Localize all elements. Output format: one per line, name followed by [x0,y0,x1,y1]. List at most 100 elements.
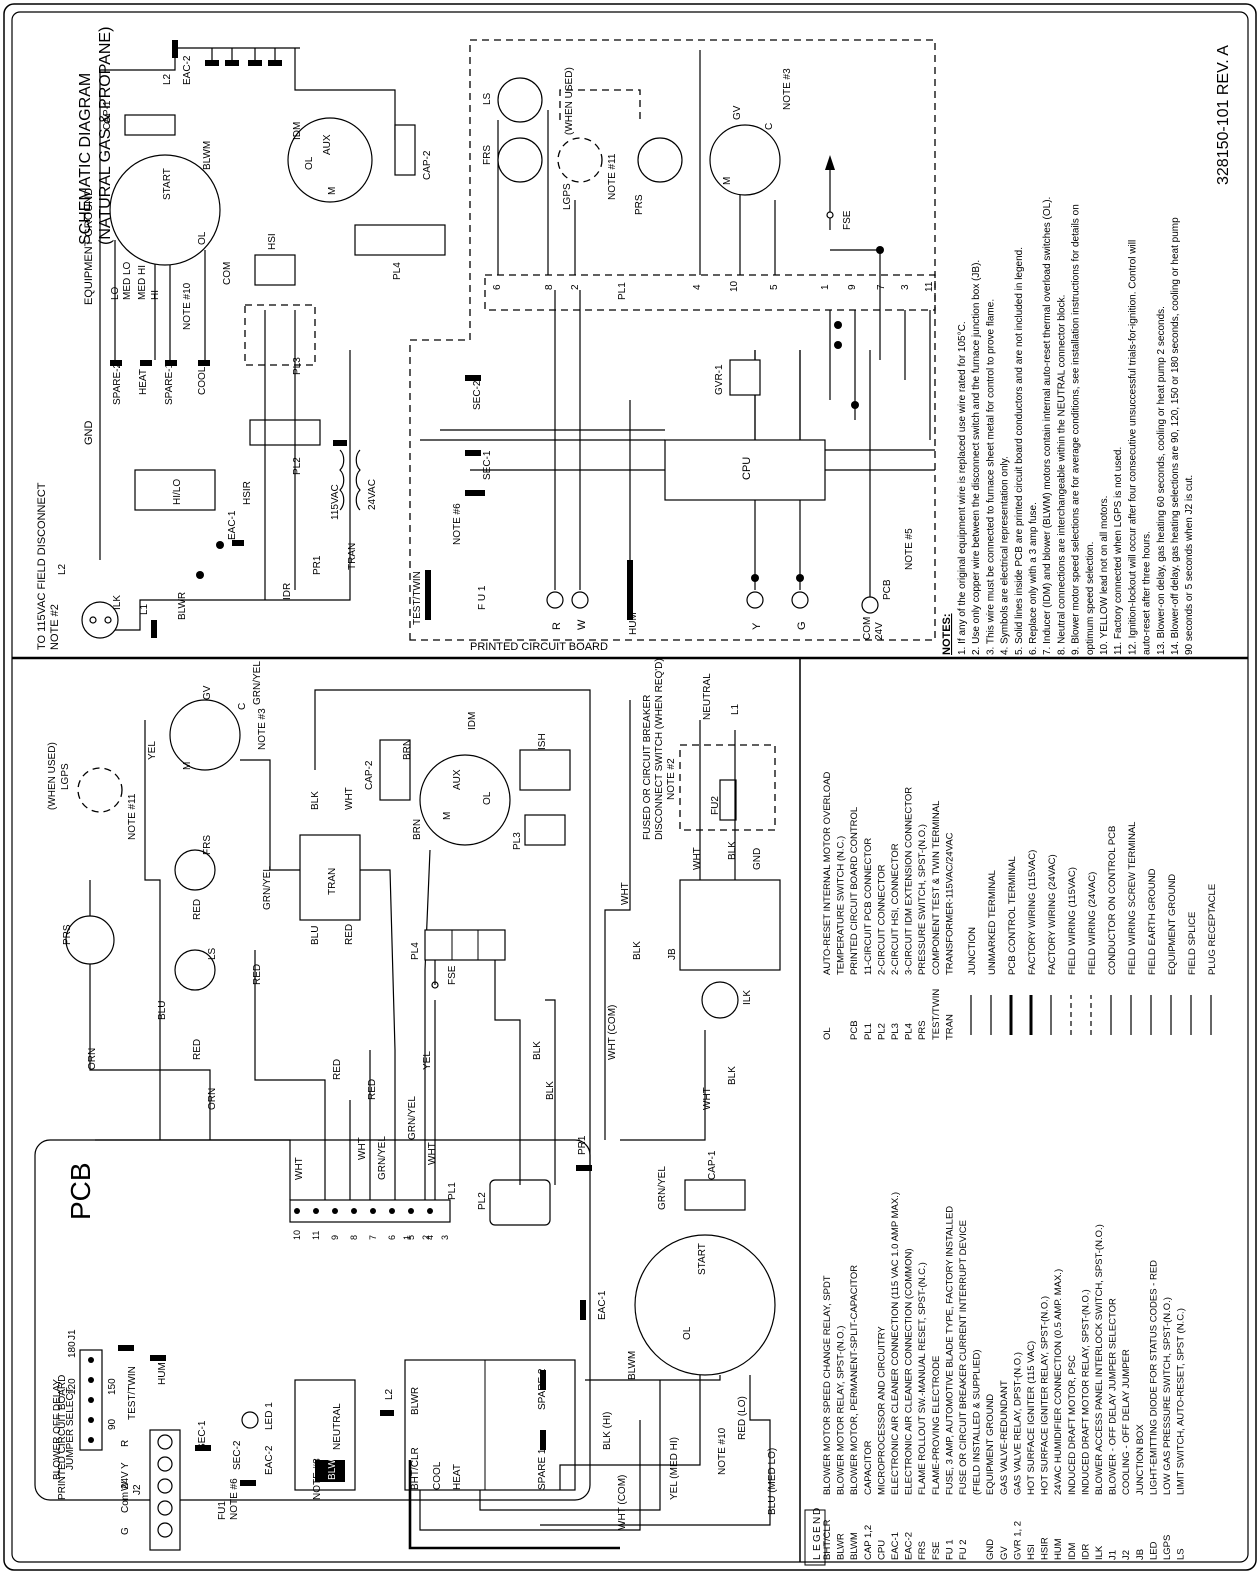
r-label: R [551,622,563,630]
legend-desc: LIMIT SWITCH, AUTO-RESET, SPST (N.C.) [1176,1308,1187,1495]
fu2-fuse [719,779,737,821]
hilo-relay [134,469,216,511]
pcb-small-label: PCB [882,579,893,600]
note-line: optimum speed selection. [1085,542,1096,655]
pin-number: 1 [402,1235,412,1240]
v24-label: 24VAC [367,479,378,510]
ilk-contact-a [89,616,97,624]
pin-number: 5 [406,1235,416,1240]
disconnect-label: TO 115VAC FIELD DISCONNECT [36,482,48,650]
screw-terminal[interactable] [157,1434,173,1450]
y-terminal[interactable] [746,591,764,609]
whtcom-label: WHT (COM) [607,1005,618,1060]
w-pl4-connector [424,929,506,961]
notes-list: 1. If any of the original equipment wire… [957,197,1195,655]
blwm-label: BLWM [202,141,213,170]
pin-dot [389,1208,395,1214]
redlo-label: RED (LO) [737,1396,748,1440]
w-aux-label: AUX [452,769,463,790]
lgps-switch [557,137,603,183]
legend-code: BLWR [836,1533,847,1560]
red-wire [254,950,326,1200]
wiring-pcb-label: PRINTED CIRCUIT BOARD [57,1375,68,1500]
bhtclr-label: BHT/CLR [410,1447,421,1490]
legend-desc: 3-CIRCUIT IDM EXTENSION CONNECTOR [904,787,915,975]
pl1-junction-b [834,341,842,349]
w-note6-label: NOTE #6 [229,1478,240,1520]
part-number: 328150-101 REV. A [1215,45,1232,185]
blw-term [315,1460,345,1482]
w-terminal[interactable] [571,591,589,609]
wht-label-3: WHT [427,1142,438,1165]
pl3-label: PL3 [292,357,303,375]
terminal-label: W [120,1481,131,1491]
hsi-label: HSI [267,233,278,250]
note-line: 5. Solid lines inside PCB are printed ci… [1014,247,1025,655]
legend-symbol-desc: FIELD WIRING (24VAC) [1087,872,1098,975]
g-terminal[interactable] [791,591,809,609]
pl1-pin: 2 [570,284,581,290]
legend-code: ILK [1094,1545,1105,1560]
legend-code: OL [822,1027,833,1040]
note-line: 4. Symbols are electrical representation… [1000,456,1011,655]
w-frs-label: FRS [202,835,213,855]
pl3-connector [244,304,316,366]
pl1-pin: 9 [847,284,858,290]
term-c [248,60,262,66]
term-d [268,60,282,66]
w-testtwin-term [118,1345,134,1351]
legend-letter: E [812,1544,823,1551]
pcb-boundary [409,39,936,641]
wht-label-6: WHT [692,847,703,870]
supply-leads [620,720,736,1141]
gv-m-label: M [722,177,733,185]
w-fu1-label: FU1 [217,1501,228,1520]
notes-title: NOTES: [941,613,953,655]
legend-code: BHT/CLR [822,1519,833,1560]
hum-label: HUM [628,612,639,635]
jb-junction-box [679,879,781,971]
w-spare1-label: SPARE 1 [537,1448,548,1490]
legend-code: PL1 [863,1023,874,1040]
screw-terminal[interactable] [157,1478,173,1494]
hsi-element [254,254,296,286]
w-ish-element [519,749,571,791]
w-gv-m-label: M [182,762,193,770]
yelmedhi-label: YEL (MED HI) [669,1437,680,1500]
w-heat-label: HEAT [452,1464,463,1490]
cool-term [198,360,210,366]
com24-terminal[interactable] [861,596,879,614]
schematic-diagram: SCHEMATIC DIAGRAM (NATURAL GAS & PROPANE… [36,27,1232,655]
screw-terminal[interactable] [157,1456,173,1472]
disconnect-box [679,744,776,831]
lgps-label: LGPS [562,183,573,210]
legend-desc: ELECTRONIC AIR CLEANER CONNECTION (115 V… [890,1192,901,1495]
blwm-motor [109,154,221,266]
l2-terminal [172,40,178,58]
legend-desc: FLAME ROLLOUT SW.-MANUAL RESET, SPST-(N.… [917,1262,928,1495]
pl1-pin: 10 [729,280,740,292]
legend-code: PL2 [876,1023,887,1040]
wht-label-7: WHT [702,1087,713,1110]
legend-code: FU 2 [958,1539,969,1560]
note-line: 12. Ignition-lockout will occur after fo… [1127,240,1138,655]
eac2-label: EAC-2 [182,55,193,85]
ish-label: ISH [537,733,548,750]
screw-terminal[interactable] [157,1522,173,1538]
legend-code: CPU [876,1540,887,1560]
idr-label: IDR [282,583,293,600]
blk-label-1: BLK [532,1041,543,1060]
legend-code: J1 [1108,1550,1119,1560]
note-line: 11. Factory connected when LGPS is not u… [1113,447,1124,655]
terminal-label: G [120,1527,131,1535]
w-fse-label: FSE [447,965,458,985]
legend-symbol-desc: JUNCTION [967,927,978,975]
screw-terminal[interactable] [157,1500,173,1516]
pl1-junction-a [834,321,842,329]
w-blwm-motor [634,1234,776,1376]
power-leads [314,689,631,1165]
note-line: 90 seconds or 5 seconds when J2 is cut. [1184,475,1195,655]
w-eac2-label: EAC-2 [264,1445,275,1475]
r-terminal[interactable] [546,591,564,609]
terminal-label: R [120,1440,131,1447]
